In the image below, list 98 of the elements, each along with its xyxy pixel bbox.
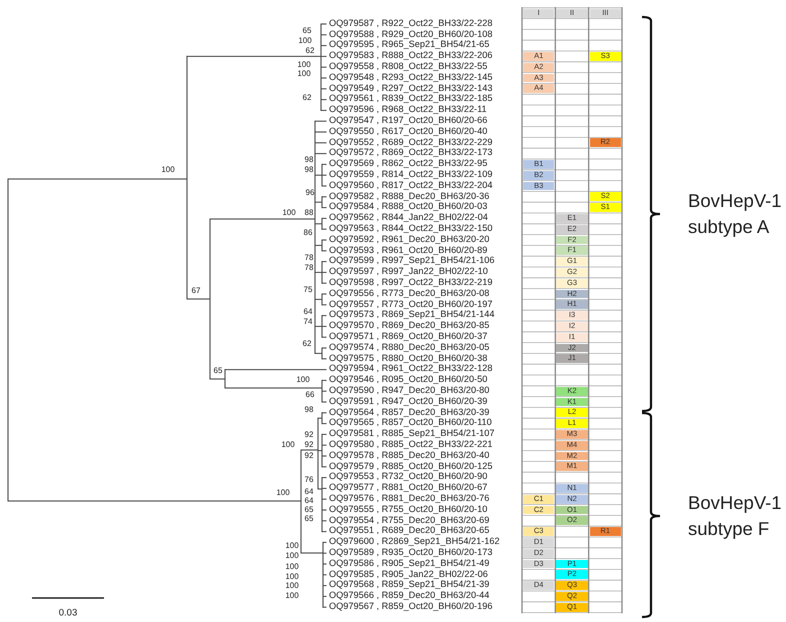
bootstrap-value: 100: [296, 376, 310, 384]
taxon-label: OQ979571 , R869_Oct20_BH60/20-37: [329, 332, 488, 342]
bootstrap-value: 65: [304, 515, 314, 523]
taxon-label: OQ979558 , R808_Oct22_BH33/22-55: [329, 62, 488, 72]
taxon-label: OQ979586 , R905_Sep21_BH54/21-49: [329, 558, 490, 568]
taxon-label: OQ979549 , R297_Oct22_BH33/22-143: [329, 84, 492, 93]
taxon-label: OQ979579 , R885_Oct20_BH60/20-125: [329, 462, 492, 471]
taxon-label: OQ979554 , R755_Dec20_BH63/20-69: [329, 516, 490, 525]
taxon-label: OQ979592 , R961_Dec20_BH63/20-20: [329, 234, 490, 244]
taxon-label: OQ979580 , R885_Oct22_BH33/22-221: [329, 440, 492, 450]
taxon-label: OQ979587 , R922_Oct22_BH33/22-228: [329, 18, 492, 28]
taxon-label: OQ979559 , R814_Oct22_BH33/22-109: [329, 170, 492, 180]
bootstrap-value: 78: [304, 254, 314, 262]
bootstrap-value: 100: [285, 552, 299, 560]
taxon-label: OQ979599 , R997_Sep21_BH54/21-106: [329, 256, 495, 266]
taxon-label: OQ979560 , R817_Oct22_BH33/22-204: [329, 180, 492, 190]
taxon-label: OQ979591 , R947_Oct20_BH60/20-39: [329, 396, 488, 406]
bootstrap-value: 88: [304, 209, 314, 217]
bootstrap-value: 66: [306, 391, 314, 399]
bootstrap-value: 65: [304, 506, 314, 514]
taxon-label: OQ979572 , R869_Oct22_BH33/22-173: [329, 148, 492, 158]
taxon-label: OQ979556 , R773_Dec20_BH63/20-08: [329, 288, 490, 298]
taxon-label: OQ979584 , R888_Oct20_BH60/20-03: [329, 202, 488, 212]
taxon-label: OQ979589 , R935_Oct20_BH60/20-173: [329, 548, 492, 558]
bootstrap-value: 98: [304, 406, 314, 414]
taxon-label: OQ979593 , R961_Oct20_BH60/20-89: [329, 246, 488, 255]
bootstrap-value: 98: [304, 166, 314, 174]
bootstrap-value: 65: [302, 27, 312, 35]
bootstrap-value: 100: [285, 573, 299, 581]
bootstrap-value: 62: [302, 94, 312, 102]
taxon-label: OQ979569 , R862_Oct22_BH33/22-95: [329, 159, 488, 168]
bootstrap-value: 100: [297, 61, 311, 69]
bootstrap-value: 78: [304, 264, 314, 272]
taxon-label: OQ979566 , R859_Dec20_BH63/20-44: [329, 591, 490, 600]
taxon-label: OQ979574 , R880_Dec20_BH63/20-05: [329, 342, 490, 352]
bootstrap-value: 100: [285, 542, 299, 550]
bootstrap-value: 92: [304, 452, 314, 460]
taxon-label: OQ979597 , R997_Jan22_BH02/22-10: [329, 267, 488, 276]
bootstrap-value: 76: [304, 476, 314, 484]
taxon-label: OQ979570 , R869_Dec20_BH63/20-85: [329, 321, 490, 330]
bootstrap-value: 64: [304, 488, 314, 496]
bootstrap-value: 100: [161, 166, 175, 174]
taxon-label: OQ979548 , R293_Oct22_BH33/22-145: [329, 72, 492, 82]
taxon-label: OQ979567 , R859_Oct20_BH60/20-196: [329, 602, 492, 612]
taxon-label: OQ979547 , R197_Oct20_BH60/20-66: [329, 116, 488, 126]
bootstrap-value: 100: [297, 70, 311, 78]
bootstrap-value: 100: [285, 582, 299, 590]
bootstrap-value: 62: [302, 340, 312, 348]
taxon-label: OQ979583 , R888_Oct22_BH33/22-206: [329, 51, 492, 60]
taxon-label: OQ979565 , R857_Oct20_BH60/20-110: [329, 418, 492, 428]
taxon-label: OQ979557 , R773_Oct20_BH60/20-197: [329, 300, 492, 309]
taxon-label: OQ979594 , R961_Oct22_BH33/22-128: [329, 364, 492, 374]
bootstrap-value: 100: [285, 563, 299, 571]
taxon-label: OQ979550 , R617_Oct20_BH60/20-40: [329, 126, 488, 136]
taxon-label: OQ979575 , R880_Oct20_BH60/20-38: [329, 354, 488, 363]
taxon-label: OQ979553 , R732_Oct20_BH60/20-90: [329, 472, 488, 482]
scale-value: 0.03: [58, 608, 78, 618]
bootstrap-value: 64: [304, 497, 314, 505]
taxon-label: OQ979588 , R929_Oct20_BH60/20-108: [329, 30, 492, 39]
taxon-label: OQ979552 , R689_Oct22_BH33/22-229: [329, 138, 492, 147]
taxon-label: OQ979596 , R968_Oct22_BH33/22-11: [329, 105, 487, 114]
bootstrap-value: 100: [298, 37, 312, 45]
taxon-label: OQ979576 , R881_Dec20_BH63/20-76: [329, 494, 490, 504]
bootstrap-value: 100: [285, 592, 299, 600]
bootstrap-value: 75: [304, 286, 312, 294]
taxon-label: OQ979573 , R869_Sep21_BH54/21-144: [329, 310, 495, 320]
taxon-label: OQ979590 , R947_Dec20_BH63/20-80: [329, 386, 490, 396]
taxon-label: OQ979546 , R095_Oct20_BH60/20-50: [329, 375, 488, 384]
taxon-label: OQ979600 , R2869_Sep21_BH54/21-162: [329, 537, 500, 546]
taxon-label: OQ979568 , R859_Sep21_BH54/21-39: [329, 580, 490, 590]
taxon-label: OQ979555 , R755_Oct20_BH60/20-10: [329, 504, 488, 514]
taxon-label: OQ979578 , R885_Dec20_BH63/20-40: [329, 450, 490, 460]
taxon-label: OQ979598 , R997_Oct22_BH33/22-219: [329, 278, 492, 288]
taxon-label: OQ979562 , R844_Jan22_BH02/22-04: [329, 213, 488, 222]
bootstrap-value: 67: [192, 287, 200, 295]
bootstrap-value: 62: [306, 46, 314, 54]
taxon-label: OQ979551 , R689_Dec20_BH63/20-65: [329, 526, 490, 536]
taxon-label: OQ979564 , R857_Dec20_BH63/20-39: [329, 408, 490, 417]
bootstrap-value: 100: [276, 489, 290, 497]
clade-label: BovHepV-1 subtype A: [688, 189, 783, 239]
bootstrap-value: 74: [304, 318, 312, 326]
clade-label: BovHepV-1 subtype F: [688, 491, 783, 541]
bootstrap-value: 98: [304, 156, 314, 164]
taxon-label: OQ979585 , R905_Jan22_BH02/22-06: [329, 570, 488, 579]
bootstrap-value: 96: [306, 189, 314, 197]
taxon-label: OQ979581 , R885_Sep21_BH54/21-107: [329, 429, 495, 438]
bootstrap-value: 92: [304, 441, 314, 449]
bootstrap-value: 86: [304, 229, 312, 237]
taxon-label: OQ979582 , R888_Dec20_BH63/20-36: [329, 192, 490, 201]
bootstrap-value: 100: [281, 441, 295, 449]
bootstrap-value: 92: [304, 431, 314, 439]
taxon-label: OQ979595 , R965_Sep21_BH54/21-65: [329, 40, 490, 50]
bootstrap-value: 100: [282, 209, 296, 217]
taxon-label: OQ979563 , R844_Oct22_BH33/22-150: [329, 224, 492, 234]
bootstrap-value: 65: [214, 367, 222, 375]
taxon-label: OQ979577 , R881_Oct20_BH60/20-67: [329, 483, 488, 492]
taxon-label: OQ979561 , R839_Oct22_BH33/22-185: [329, 94, 492, 104]
bootstrap-value: 64: [304, 308, 312, 316]
